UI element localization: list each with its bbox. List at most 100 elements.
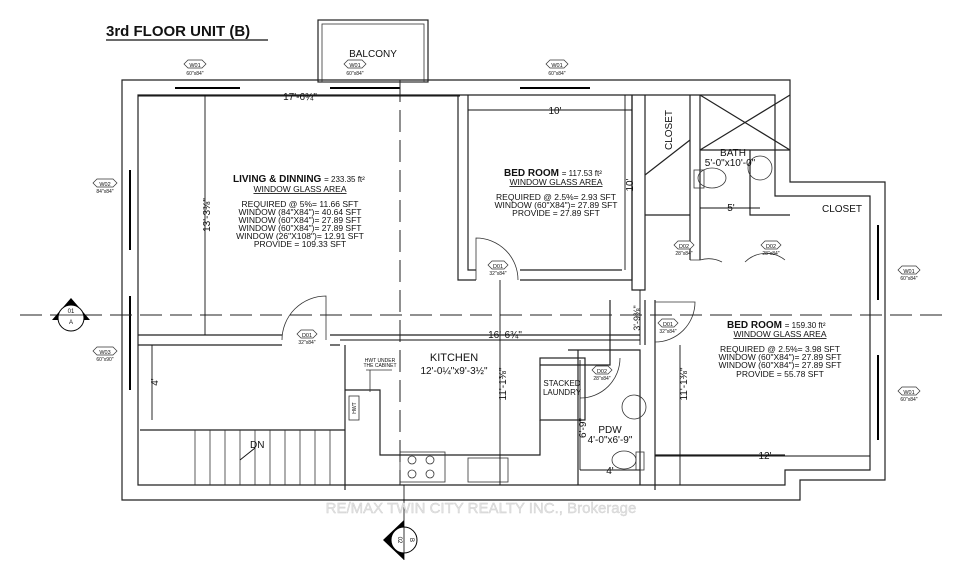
svg-text:BED ROOM = 159.30 ft²: BED ROOM = 159.30 ft² — [727, 320, 826, 331]
living-line: REQUIRED @ 5%= 11.66 SFT — [242, 199, 359, 209]
living-line: WINDOW (26"X108")= 12.91 SFT — [236, 231, 364, 241]
hwt-note: THE CABINET — [363, 363, 396, 369]
window-tag-w01: W01 60"x84" — [343, 59, 367, 77]
dim-living-width: 17'-6¾" — [283, 92, 317, 103]
svg-text:D02: D02 — [766, 244, 776, 250]
bed2-line: WINDOW (60"X84")= 27.89 SFT — [719, 352, 842, 362]
pdw-name: PDW — [598, 425, 622, 436]
living-line: WINDOW (60"X84")= 27.89 SFT — [239, 215, 362, 225]
svg-text:W03: W03 — [99, 350, 110, 356]
svg-text:W01: W01 — [903, 390, 914, 396]
living-area: = 233.35 ft² — [324, 175, 365, 184]
svg-text:W01: W01 — [189, 63, 200, 69]
dim-bath-width: 5' — [727, 203, 735, 214]
plan-title: 3rd FLOOR UNIT (B) — [106, 23, 250, 40]
svg-text:28"x84": 28"x84" — [593, 376, 610, 382]
bedroom-1-label: BED ROOM = 117.53 ft² WINDOW GLASS AREA … — [495, 168, 618, 218]
hwt-label: HWT — [352, 402, 358, 413]
bed1-subtitle: WINDOW GLASS AREA — [509, 177, 602, 187]
stairs-down-label: DN — [250, 440, 264, 451]
svg-text:28"x84": 28"x84" — [762, 251, 779, 257]
svg-text:32"x84": 32"x84" — [298, 340, 315, 346]
exterior-walls — [121, 79, 886, 501]
svg-text:W01: W01 — [349, 63, 360, 69]
bed1-area: = 117.53 ft² — [562, 169, 602, 178]
closet-2-label: CLOSET — [822, 204, 862, 215]
svg-text:60"x84": 60"x84" — [548, 71, 565, 77]
hwt-leader — [366, 369, 392, 392]
dim-bed1-width: 10' — [548, 106, 561, 117]
living-name: LIVING & DINNING — [233, 174, 322, 185]
bed1-line: REQUIRED @ 2.5%= 2.93 SFT — [496, 192, 616, 202]
svg-text:60"x90": 60"x90" — [96, 357, 113, 363]
dim-living-height: 13'-3⅜" — [202, 198, 213, 232]
section-marker-b: 02 B — [383, 485, 418, 560]
bed2-line: REQUIRED @ 2.5%= 3.98 SFT — [720, 344, 840, 354]
svg-text:28"x84": 28"x84" — [675, 251, 692, 257]
dimension-lines — [138, 95, 870, 485]
svg-text:D02: D02 — [597, 369, 607, 375]
kitchen-fixtures — [399, 451, 509, 483]
door-swings — [281, 237, 786, 399]
dim-bed2-width: 12' — [758, 451, 771, 462]
svg-text:02: 02 — [396, 537, 402, 544]
dim-bed1-height: 10' — [625, 178, 636, 191]
bed1-line: WINDOW (60"X84")= 27.89 SFT — [495, 200, 618, 210]
svg-text:60"x84": 60"x84" — [900, 397, 917, 403]
svg-text:B: B — [408, 538, 414, 542]
svg-text:D01: D01 — [302, 333, 312, 339]
watermark: RE/MAX TWIN CITY REALTY INC., Brokerage — [326, 500, 637, 517]
bath-name: BATH — [720, 148, 746, 159]
bed2-line: PROVIDE = 55.78 SFT — [736, 369, 824, 379]
svg-text:W01: W01 — [551, 63, 562, 69]
svg-text:60"x84": 60"x84" — [186, 71, 203, 77]
svg-text:A: A — [69, 320, 73, 326]
balcony: BALCONY — [317, 19, 429, 83]
bedroom-2-label: BED ROOM = 159.30 ft² WINDOW GLASS AREA … — [719, 320, 842, 379]
svg-text:60"x84": 60"x84" — [346, 71, 363, 77]
dim-kitchen-height: 11'-1⅜" — [498, 367, 509, 401]
svg-text:01: 01 — [68, 309, 75, 315]
window-tag-w01: W01 60"x84" — [545, 59, 569, 77]
section-marker-a: 01 A — [52, 298, 90, 332]
kitchen-name: KITCHEN — [430, 352, 478, 364]
closet-1-label: CLOSET — [664, 110, 675, 150]
living-room-label: LIVING & DINNING = 233.35 ft² WINDOW GLA… — [233, 174, 365, 249]
svg-text:32"x84": 32"x84" — [489, 271, 506, 277]
living-line: WINDOW (84"X84")= 40.64 SFT — [239, 207, 362, 217]
stairs: DN — [140, 429, 345, 485]
svg-text:W01: W01 — [903, 269, 914, 275]
hwt-note: HWT UNDER — [365, 358, 396, 364]
svg-text:D01: D01 — [663, 322, 673, 328]
svg-text:LIVING & DINNING = 233.35 ft²: LIVING & DINNING = 233.35 ft² — [233, 174, 365, 185]
dim-kitchen-width: 16'-6¾" — [488, 330, 522, 341]
bed2-line: WINDOW (60"X84")= 27.89 SFT — [719, 360, 842, 370]
bed1-name: BED ROOM — [504, 168, 559, 179]
bed1-line: PROVIDE = 27.89 SFT — [512, 208, 600, 218]
dim-pdw-height: 6'-9" — [578, 418, 589, 438]
dim-hall-height: 3'-9⅜" — [632, 305, 642, 330]
kitchen-size: 12'-0¼"x9'-3½" — [420, 365, 488, 377]
plumbing-fixtures — [611, 155, 773, 471]
svg-text:60"x84": 60"x84" — [900, 276, 917, 282]
living-subtitle: WINDOW GLASS AREA — [253, 184, 346, 194]
dim-pdw-width: 4' — [606, 466, 614, 477]
bed2-name: BED ROOM — [727, 320, 782, 331]
svg-text:W02: W02 — [99, 182, 110, 188]
dim-bed2-height: 11'-1⅜" — [679, 367, 690, 401]
window-tag-w01: W01 60"x84" — [183, 59, 207, 77]
svg-text:32"x84": 32"x84" — [659, 329, 676, 335]
svg-text:D01: D01 — [493, 264, 503, 270]
